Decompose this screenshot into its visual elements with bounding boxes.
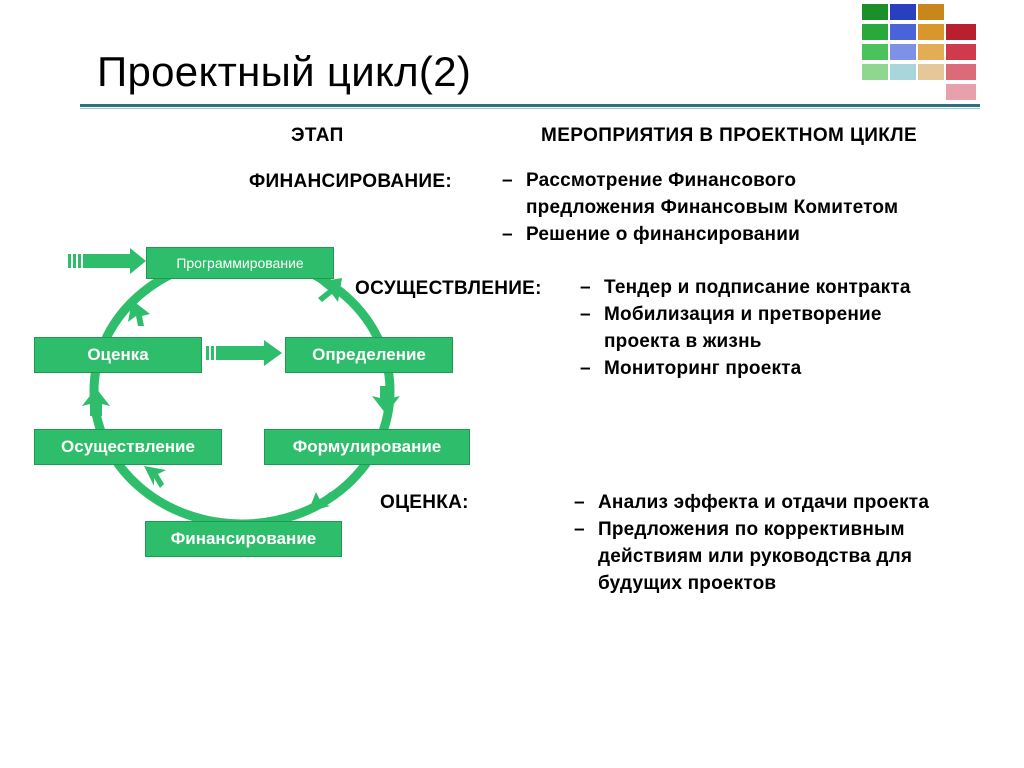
ring-arrow-icon: [128, 300, 150, 326]
stage-implementation: ОСУЩЕСТВЛЕНИЕ:: [355, 278, 542, 299]
list-item: –Тендер и подписание контракта: [580, 277, 911, 298]
cycle-box-identification: Определение: [285, 337, 453, 373]
cycle-box-formulation: Формулирование: [264, 429, 470, 465]
ring-arrow-icon: [82, 388, 110, 416]
list-item: –Предложения по коррективным: [574, 519, 905, 540]
cycle-box-evaluation: Оценка: [34, 337, 202, 373]
list-item: –Анализ эффекта и отдачи проекта: [574, 492, 930, 513]
list-item: –Решение о финансировании: [502, 224, 800, 245]
implementation-activities: –Тендер и подписание контракта –Мобилиза…: [580, 274, 911, 382]
ring-arrow-icon: [144, 466, 166, 488]
list-item-continuation: будущих проектов: [598, 573, 777, 594]
title-divider-thin: [80, 108, 980, 109]
ring-arrow-icon: [318, 278, 342, 302]
stage-header: ЭТАП: [291, 125, 344, 146]
cycle-box-programming: Программирование: [146, 247, 334, 279]
list-item-continuation: проекта в жизнь: [604, 331, 762, 352]
ring-arrow-icon: [372, 386, 400, 414]
page-title: Проектный цикл(2): [97, 48, 472, 95]
feedback-arrow-icon: [206, 340, 282, 366]
activities-header: МЕРОПРИЯТИЯ В ПРОЕКТНОМ ЦИКЛЕ: [541, 125, 918, 146]
list-item: –Рассмотрение Финансового: [502, 170, 797, 191]
list-item: –Мобилизация и претворение: [580, 304, 882, 325]
stage-evaluation: ОЦЕНКА:: [380, 492, 469, 513]
list-item-continuation: действиям или руководства для: [598, 546, 913, 567]
title-divider: [80, 104, 980, 107]
ring-arrow-icon: [308, 492, 334, 512]
evaluation-activities: –Анализ эффекта и отдачи проекта –Предло…: [574, 489, 929, 597]
project-cycle-ring: [68, 248, 400, 529]
stage-financing: ФИНАНСИРОВАНИЕ:: [249, 171, 452, 192]
list-item-continuation: предложения Финансовым Комитетом: [526, 197, 899, 218]
list-item: –Мониторинг проекта: [580, 358, 802, 379]
cubes-logo-icon: [862, 4, 976, 100]
financing-activities: –Рассмотрение Финансового предложения Фи…: [502, 167, 898, 248]
cycle-box-financing: Финансирование: [145, 521, 342, 557]
cycle-box-implementation: Осуществление: [34, 429, 222, 465]
entry-arrow-icon: [68, 248, 146, 274]
